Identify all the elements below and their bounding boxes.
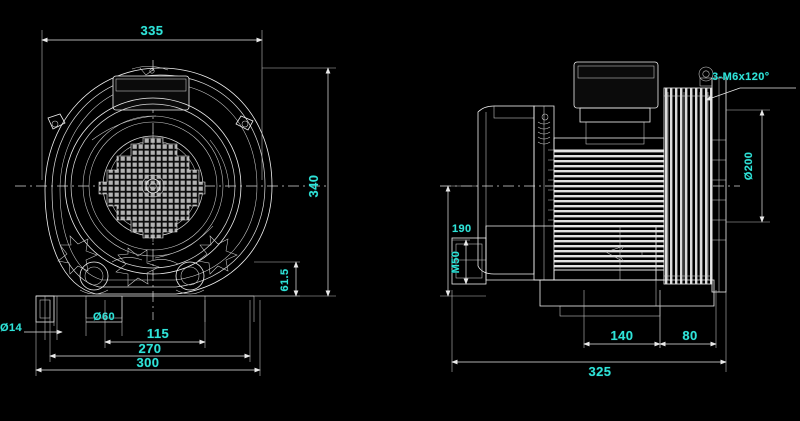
dimension-label-dia60: Ø60 — [93, 311, 115, 323]
terminal-box — [112, 65, 190, 111]
dimension-label-340: 340 — [306, 175, 321, 198]
dimension-61-5: 61.5 — [254, 261, 300, 297]
coupling-spring-detail — [537, 113, 551, 145]
dimension-m50: M50 — [450, 239, 470, 285]
volute-housing — [44, 67, 273, 295]
dimension-dia14: Ø14 — [0, 296, 63, 340]
dimension-dia60: Ø60 — [85, 300, 123, 336]
flange-end-plate — [698, 66, 727, 293]
dimension-label-80: 80 — [682, 328, 697, 343]
dimension-115: 115 — [104, 300, 206, 348]
dimension-label-115: 115 — [147, 326, 169, 341]
dimension-label-270: 270 — [139, 341, 162, 356]
side-view: 3-M6x120° Ø200 190 M50 140 — [440, 61, 796, 379]
dimension-label-dia200: Ø200 — [743, 152, 755, 181]
dimension-300: 300 — [35, 300, 261, 376]
dimension-270: 270 — [49, 300, 251, 362]
cooling-fan-housing — [663, 87, 713, 285]
dimension-label-190: 190 — [452, 223, 472, 235]
dimension-190: 190 — [440, 185, 486, 297]
dimension-label-335: 335 — [141, 23, 164, 38]
lower-foot-castings — [57, 235, 238, 295]
motor-body-fins — [548, 137, 665, 281]
front-view: 335 340 61.5 Ø14 Ø60 — [0, 23, 336, 376]
dimension-label-140: 140 — [611, 328, 634, 343]
side-terminal-box — [573, 61, 659, 145]
dimension-label-300: 300 — [137, 355, 160, 370]
dimension-label-325: 325 — [589, 364, 612, 379]
mounting-lugs — [47, 113, 254, 131]
impeller-core-hatch — [98, 132, 206, 242]
dimension-340: 340 — [250, 67, 336, 297]
dimension-label-dia14: Ø14 — [0, 322, 22, 334]
dimension-335: 335 — [41, 23, 263, 180]
dimension-80: 80 — [659, 290, 717, 348]
note-3-m6-120: 3-M6x120° — [705, 71, 796, 101]
dimension-label-m50: M50 — [450, 251, 462, 274]
dimension-dia200: Ø200 — [726, 109, 770, 223]
side-base-pedestal — [485, 225, 715, 317]
dimension-label-61-5: 61.5 — [279, 268, 291, 291]
dimension-label-3m6: 3-M6x120° — [712, 71, 770, 83]
dimension-325: 325 — [451, 290, 727, 379]
